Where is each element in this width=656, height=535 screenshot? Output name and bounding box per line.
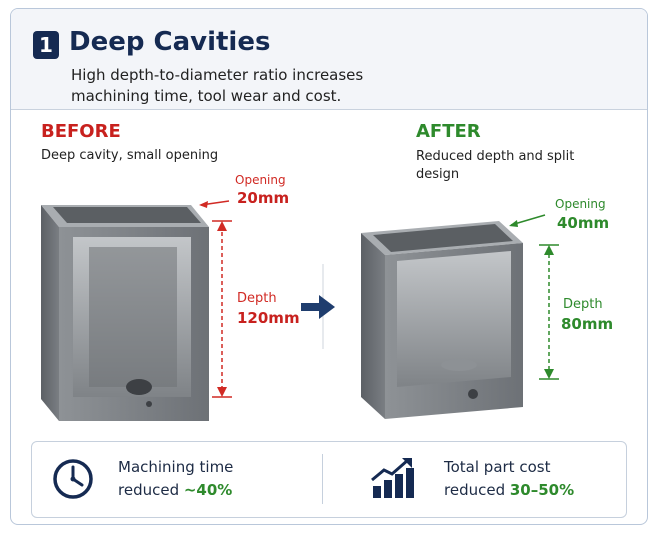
after-annotation	[509, 214, 559, 380]
after-opening-value: 40mm	[557, 214, 610, 232]
after-heading: AFTER	[416, 121, 481, 142]
arrow-right-icon	[301, 264, 335, 349]
time-value: ~40%	[183, 481, 233, 499]
before-depth-label: Depth	[237, 291, 277, 306]
time-prefix: reduced	[118, 481, 184, 499]
header: 1 Deep Cavities High depth-to-diameter r…	[11, 9, 647, 110]
time-line1: Machining time	[118, 458, 234, 476]
after-description: Reduced depth and split design	[416, 149, 575, 182]
clock-icon	[53, 459, 93, 499]
before-opening-label: Opening	[235, 173, 286, 187]
page-subtitle: High depth-to-diameter ratio increases m…	[71, 66, 364, 105]
before-part-image	[41, 205, 209, 421]
after-depth-label: Depth	[563, 297, 603, 312]
cost-value: 30–50%	[509, 481, 575, 499]
after-opening-label: Opening	[555, 197, 606, 211]
chart-growth-icon	[371, 458, 414, 498]
after-part-image	[361, 221, 523, 419]
time-line2: reduced ~40%	[118, 479, 232, 501]
deep-cavities-card: 1 Deep Cavities High depth-to-diameter r…	[10, 8, 648, 525]
page-title: Deep Cavities	[69, 27, 271, 57]
after-depth-value: 80mm	[561, 315, 614, 333]
step-badge: 1	[33, 31, 59, 59]
footer-divider	[322, 454, 323, 504]
before-opening-value: 20mm	[237, 189, 290, 207]
before-annotation	[199, 200, 232, 398]
cost-line2: reduced 30–50%	[444, 479, 574, 501]
cost-line1: Total part cost	[444, 458, 551, 476]
before-heading: BEFORE	[41, 121, 121, 142]
before-description: Deep cavity, small opening	[41, 148, 219, 163]
cost-prefix: reduced	[444, 481, 510, 499]
results-footer: Machining time reduced ~40% Total part c…	[31, 441, 627, 518]
parts-illustration	[41, 200, 559, 421]
before-depth-value: 120mm	[237, 309, 300, 327]
